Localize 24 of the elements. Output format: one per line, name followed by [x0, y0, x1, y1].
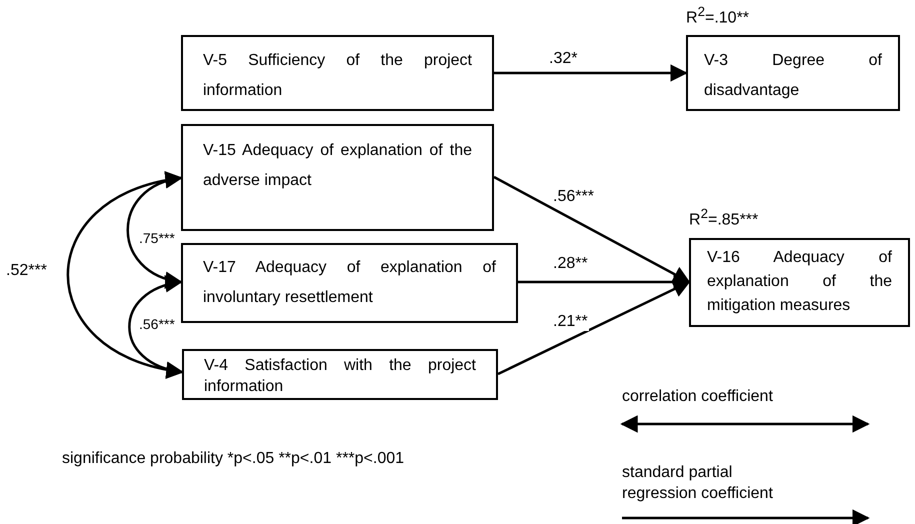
regression-arrow [497, 280, 691, 376]
variable-name: V-4 Satisfaction with the project information [204, 356, 476, 397]
variable-box [182, 349, 498, 400]
variable-box [689, 238, 910, 327]
variable-name: V-3 Degree of disadvantage [704, 51, 882, 101]
r-squared-label: R$^{2}$=.85*** [689, 206, 758, 230]
variable-box [181, 35, 494, 111]
regression-arrow [494, 64, 688, 82]
note: significance probability *p<.05 **p<.01 ***p<.001 [62, 450, 404, 468]
variable-name: V-5 Sufficiency of the project information [203, 51, 472, 101]
variable-name: V-16 Adequacy of explanation of the mitigation measures [707, 248, 892, 316]
coefficient-label: .75*** [138, 230, 176, 246]
variable-box [181, 124, 494, 231]
coefficient-label: .21** [552, 313, 589, 331]
legend-text: standard partial regression coefficient [622, 463, 774, 504]
regression-arrow [493, 176, 691, 284]
coefficient-label: .56*** [138, 316, 176, 332]
variable-box [181, 243, 518, 323]
variable-box [686, 35, 900, 111]
legend-text: correlation coefficient [622, 387, 774, 407]
variable-name: V-17 Adequacy of explanation of involuntary resettlement [203, 258, 496, 308]
r-squared-label: R$^{2}$=.10** [686, 4, 750, 28]
correlation-arrow [66, 172, 184, 378]
variable-name: V-15 Adequacy of explanation of the adverse impact [203, 141, 472, 191]
